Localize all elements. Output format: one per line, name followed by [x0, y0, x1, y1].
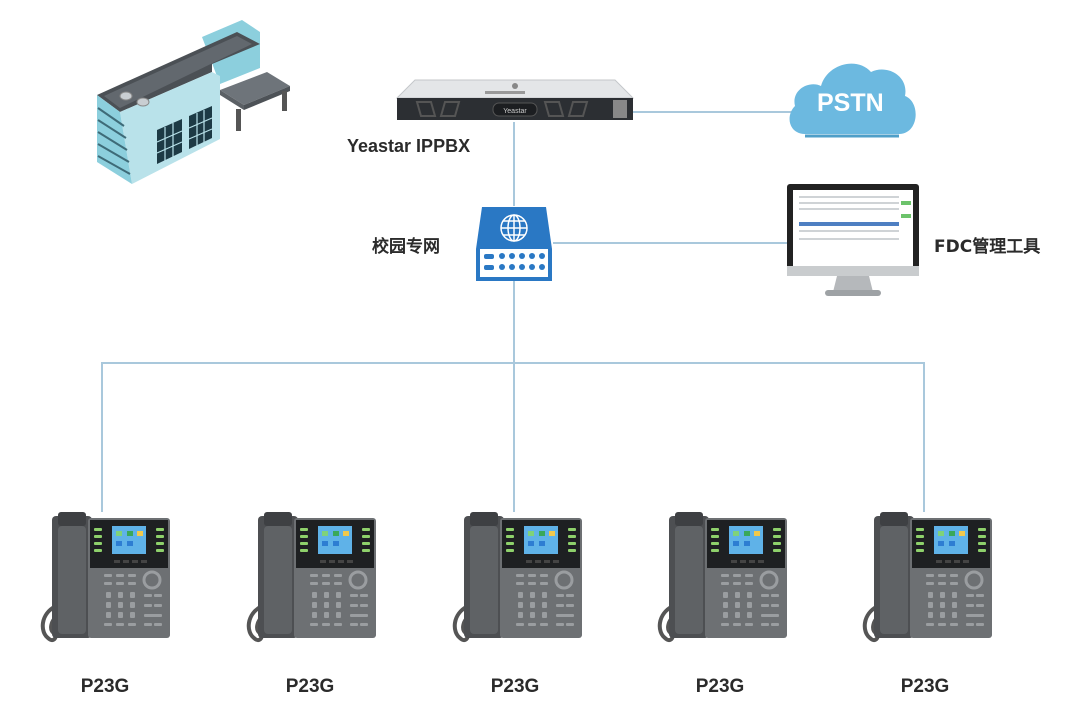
pbx-label: Yeastar IPPBX	[347, 136, 471, 156]
phone-label-5: P23G	[900, 676, 950, 697]
ip-phone-4	[657, 510, 789, 643]
phone-label-2: P23G	[285, 676, 335, 697]
globe-icon	[500, 214, 528, 242]
ip-phone-1	[40, 510, 173, 643]
pbx-brand-text: Yeastar	[503, 108, 527, 115]
phone-label-4: P23G	[695, 676, 745, 697]
pstn-label: PSTN	[817, 89, 884, 117]
switch-to-bus-line	[513, 280, 515, 512]
switch-label: 校园专网	[372, 237, 440, 257]
bus-to-phone-5-line	[923, 362, 925, 512]
network-switch-icon	[476, 207, 552, 281]
ip-phone-3	[452, 510, 584, 643]
ip-phone-5	[862, 510, 994, 643]
pbx-to-switch-line	[513, 122, 515, 206]
monitor-icon	[787, 184, 919, 296]
pbx-to-pstn-line	[632, 111, 792, 113]
building-icon	[97, 20, 290, 184]
ip-phone-2	[246, 510, 378, 643]
phone-label-3: P23G	[490, 676, 540, 697]
pbx-server-icon: Yeastar	[395, 79, 635, 120]
monitor-label: FDC管理工具	[934, 237, 1041, 257]
phone-bus-line	[101, 362, 925, 364]
phone-label-1: P23G	[80, 676, 130, 697]
switch-to-monitor-line	[553, 242, 788, 244]
pstn-cloud-icon	[789, 63, 916, 138]
bus-to-phone-1-line	[101, 362, 103, 512]
